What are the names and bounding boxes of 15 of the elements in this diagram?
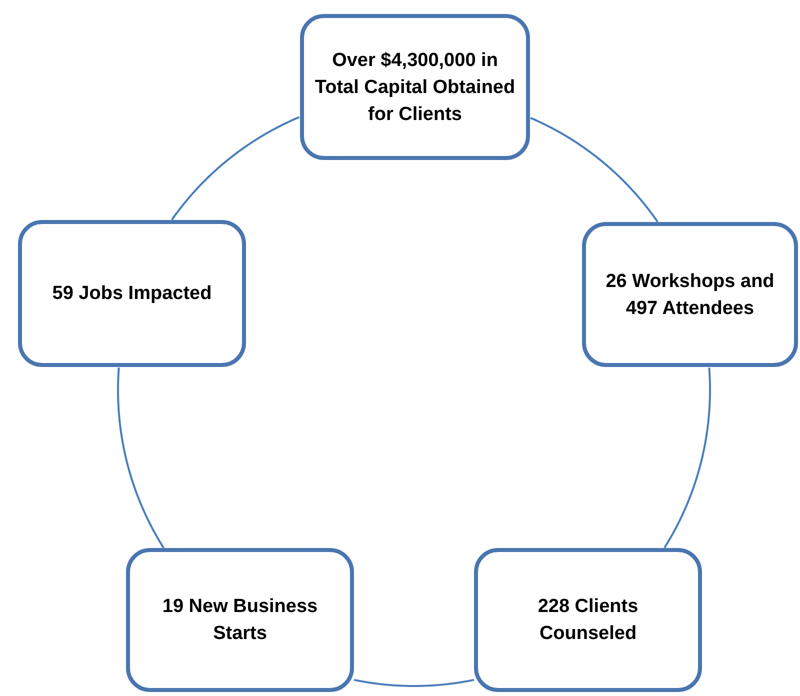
node-text: 26 Workshops and 497 Attendees <box>604 270 776 320</box>
node-text: Over $4,300,000 in Total Capital Obtained for Clients <box>314 48 516 126</box>
connector-arc <box>117 367 165 548</box>
rounded-box <box>18 220 246 367</box>
connector-arc <box>171 116 300 220</box>
node-text: 19 New Business Starts <box>161 595 319 646</box>
node-text: 228 Clients Counseled <box>536 595 640 646</box>
connector-arc <box>530 116 658 222</box>
node-text: 59 Jobs Impacted <box>52 282 212 306</box>
rounded-box <box>126 548 354 692</box>
rounded-box <box>474 548 702 692</box>
rounded-box <box>582 222 798 367</box>
connector-arc <box>354 678 474 687</box>
rounded-box <box>300 14 530 160</box>
connector-arc <box>664 368 711 548</box>
